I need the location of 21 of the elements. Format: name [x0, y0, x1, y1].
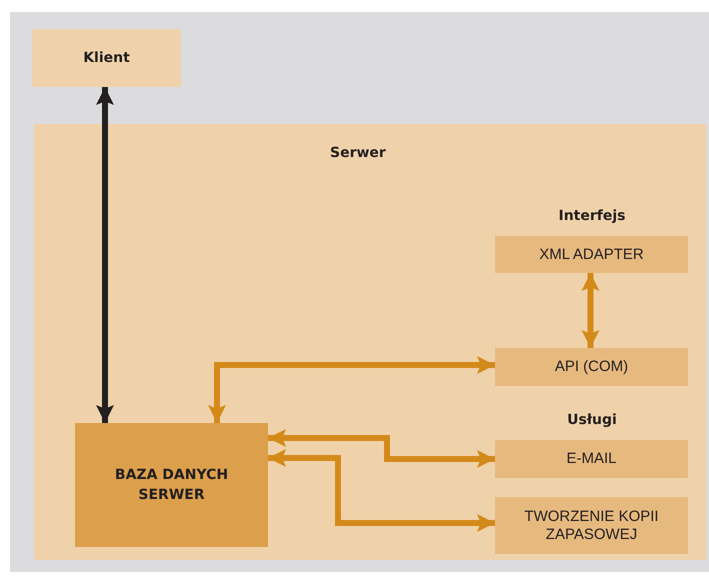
module-box	[495, 348, 688, 386]
box-label: XML ADAPTER	[538, 246, 645, 264]
group-heading: Interfejs	[558, 208, 626, 224]
arrow	[582, 273, 600, 348]
arrow	[208, 356, 495, 423]
arrow	[96, 87, 114, 423]
database-box	[75, 423, 268, 547]
box-label: E-MAIL	[565, 450, 618, 468]
arrow	[268, 449, 495, 532]
group-title: Serwer	[330, 145, 386, 161]
box-label: BAZA DANYCH SERWER	[114, 466, 230, 505]
client-box	[32, 29, 181, 87]
server-area	[34, 124, 706, 560]
module-box	[495, 497, 688, 554]
module-box	[495, 440, 688, 478]
module-box	[495, 236, 688, 273]
box-label: Klient	[83, 50, 130, 66]
box-label: TWORZENIE KOPII ZAPASOWEJ	[523, 508, 660, 544]
group-heading: Usługi	[567, 412, 617, 428]
arrow	[268, 429, 495, 468]
box-label: API (COM)	[554, 358, 630, 376]
